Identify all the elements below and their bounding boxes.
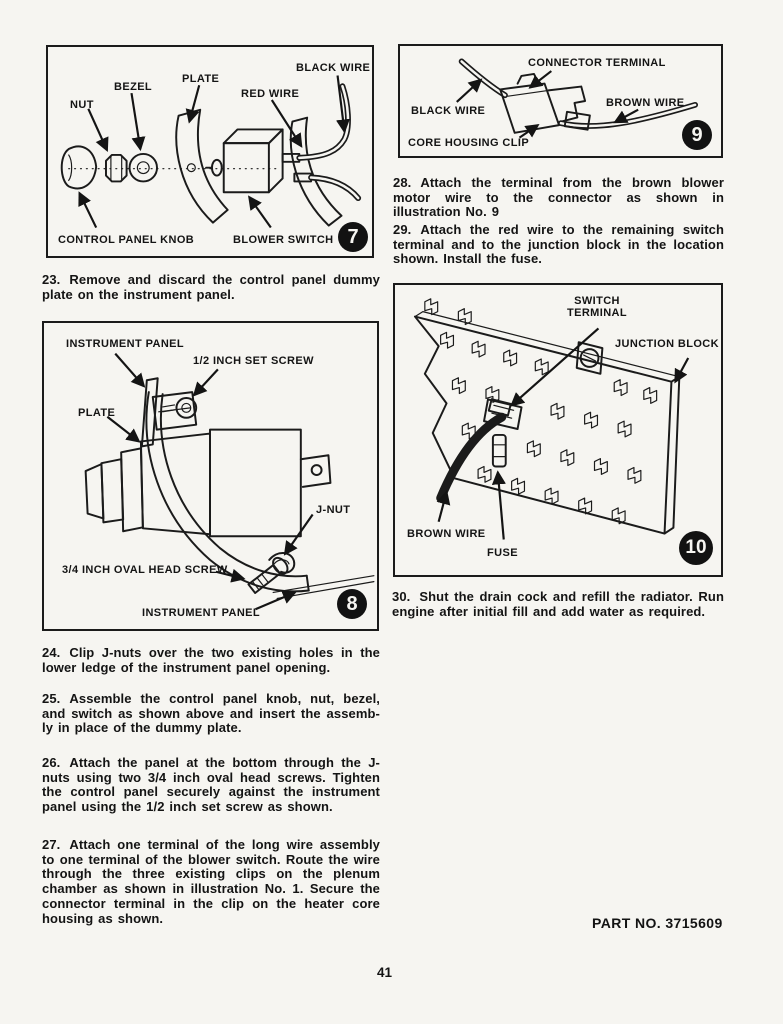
fig7-number-badge: 7 — [338, 222, 368, 252]
fig7-label-blower-switch: BLOWER SWITCH — [233, 234, 334, 246]
step-25-text: Assemble the control panel knob, nut, be… — [42, 691, 380, 736]
fig8-label-set-screw: 1/2 INCH SET SCREW — [193, 355, 314, 367]
fig8-drawing — [84, 352, 375, 611]
fig7-drawing — [60, 75, 362, 229]
step-29-text: Attach the red wire to the remaining swi… — [393, 222, 724, 267]
fig10-label-junction-block: JUNCTION BLOCK — [615, 338, 719, 350]
figure-10-junction-block: SWITCH TERMINAL JUNCTION BLOCK BROWN WIR… — [393, 283, 723, 577]
step-27-text: Attach one terminal of the long wire ass… — [42, 837, 380, 926]
step-30: 30.Shut the drain cock and refill the ra… — [392, 589, 724, 619]
fig10-label-switch-terminal: SWITCH TERMINAL — [566, 295, 628, 319]
figure-9-connector: CONNECTOR TERMINAL BLACK WIRE BROWN WIRE… — [398, 44, 723, 158]
step-24-text: Clip J-nuts over the two existing holes … — [42, 645, 380, 675]
step-25-number: 25. — [42, 691, 61, 706]
step-30-number: 30. — [392, 589, 411, 604]
step-24: 24.Clip J-nuts over the two existing hol… — [42, 645, 380, 675]
fig8-label-instrument-panel-top: INSTRUMENT PANEL — [66, 338, 185, 350]
step-23-text: Remove and discard the control panel dum… — [42, 272, 380, 302]
step-24-number: 24. — [42, 645, 61, 660]
fig8-label-instrument-panel-bottom: INSTRUMENT PANEL — [142, 607, 261, 619]
fig9-label-core-housing-clip: CORE HOUSING CLIP — [408, 137, 530, 149]
fig7-label-nut: NUT — [70, 99, 94, 111]
fig9-drawing — [456, 58, 699, 139]
step-29-number: 29. — [393, 222, 412, 237]
step-28-number: 28. — [393, 175, 412, 190]
step-27: 27.Attach one terminal of the long wire … — [42, 837, 380, 926]
figure-8-control-panel: INSTRUMENT PANEL 1/2 INCH SET SCREW PLAT… — [42, 321, 379, 631]
fig10-drawing — [413, 298, 690, 540]
fig9-label-connector-terminal: CONNECTOR TERMINAL — [528, 57, 666, 69]
step-27-number: 27. — [42, 837, 61, 852]
step-23-number: 23. — [42, 272, 61, 287]
fig9-number-badge: 9 — [682, 120, 712, 150]
figure-7-blower-switch: NUT BEZEL PLATE RED WIRE BLACK WIRE CONT… — [46, 45, 374, 258]
step-26-number: 26. — [42, 755, 61, 770]
fig7-label-control-panel-knob: CONTROL PANEL KNOB — [58, 234, 195, 246]
step-26: 26.Attach the panel at the bottom throug… — [42, 755, 380, 815]
fig7-label-red-wire: RED WIRE — [241, 88, 300, 100]
fig10-number-badge: 10 — [679, 531, 713, 565]
page-number: 41 — [377, 965, 393, 980]
step-30-text: Shut the drain cock and refill the radia… — [392, 589, 724, 619]
fig10-label-fuse: FUSE — [487, 547, 518, 559]
step-28-text: Attach the terminal from the brown blowe… — [393, 175, 724, 220]
step-29: 29.Attach the red wire to the remaining … — [393, 222, 724, 267]
step-26-text: Attach the panel at the bottom through t… — [42, 755, 380, 815]
fig8-label-plate: PLATE — [78, 407, 116, 419]
step-28: 28.Attach the terminal from the brown bl… — [393, 175, 724, 220]
fig7-label-plate: PLATE — [182, 73, 220, 85]
fig9-label-black-wire: BLACK WIRE — [411, 105, 486, 117]
fig9-label-brown-wire: BROWN WIRE — [606, 97, 685, 109]
fig8-label-j-nut: J-NUT — [316, 504, 351, 516]
step-25: 25.Assemble the control panel knob, nut,… — [42, 691, 380, 736]
fig8-label-oval-head-screw: 3/4 INCH OVAL HEAD SCREW — [62, 564, 228, 576]
fig10-label-brown-wire: BROWN WIRE — [407, 528, 486, 540]
step-23: 23.Remove and discard the control panel … — [42, 272, 380, 302]
fig8-number-badge: 8 — [337, 589, 367, 619]
fig7-label-bezel: BEZEL — [114, 81, 153, 93]
part-number: PART NO. 3715609 — [592, 915, 723, 931]
fig7-label-black-wire: BLACK WIRE — [296, 62, 371, 74]
